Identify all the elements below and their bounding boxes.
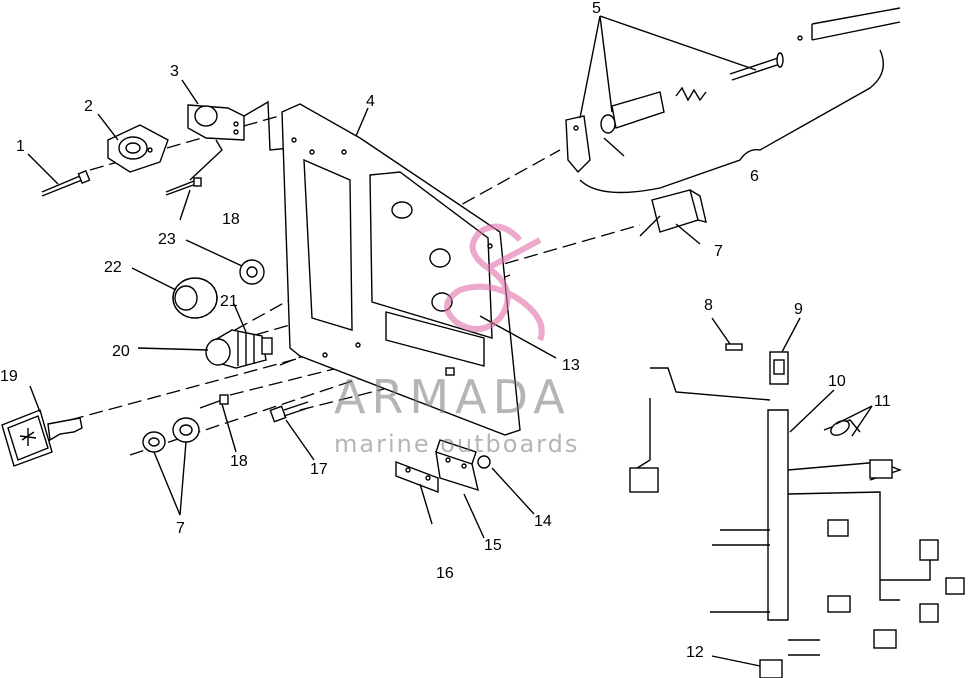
part-18-screw-top xyxy=(165,177,202,196)
brand-logo-watermark xyxy=(444,223,545,342)
callout-2: 2 xyxy=(84,98,93,115)
callout-6: 6 xyxy=(750,168,759,185)
part-2-bezel xyxy=(107,124,169,173)
part-14-nut xyxy=(477,455,491,469)
callout-12: 12 xyxy=(686,644,704,661)
part-18-screw-bottom xyxy=(199,394,229,409)
callout-13: 13 xyxy=(562,357,580,374)
watermark-brand: ARMADA xyxy=(334,370,571,424)
watermark-tagline: marine outboards xyxy=(334,430,579,458)
callout-labels: 1 2 3 4 5 6 7 7 8 9 10 11 12 13 14 15 16… xyxy=(0,0,891,661)
callout-20: 20 xyxy=(112,343,130,360)
callout-14: 14 xyxy=(534,513,552,530)
part-22-nut xyxy=(172,277,218,319)
part-7-toggle-switch xyxy=(639,189,707,237)
part-17-bolt xyxy=(269,401,309,423)
callout-7-toggle: 7 xyxy=(714,243,723,260)
part-8-12-wiring-harness xyxy=(629,343,965,678)
callout-3: 3 xyxy=(170,63,179,80)
part-3-bracket xyxy=(187,100,291,181)
callout-18-top: 18 xyxy=(222,211,240,228)
callout-21: 21 xyxy=(220,293,238,310)
part-5-6-lanyard-switch xyxy=(565,7,901,194)
callout-11: 11 xyxy=(874,393,891,410)
callout-15: 15 xyxy=(484,537,502,554)
leader-lines xyxy=(27,15,873,667)
callout-19: 19 xyxy=(0,368,18,385)
callout-16: 16 xyxy=(436,565,454,582)
part-1-screw xyxy=(41,169,91,197)
part-23-washer xyxy=(239,259,265,285)
part-15-16-brackets xyxy=(395,439,479,494)
part-19-key xyxy=(1,409,83,467)
part-20-21-ignition-switch xyxy=(205,329,273,369)
part-7-rings xyxy=(142,417,200,453)
callout-5: 5 xyxy=(592,0,601,17)
callout-1: 1 xyxy=(16,138,25,155)
callout-23: 23 xyxy=(158,231,176,248)
callout-7-rings: 7 xyxy=(176,520,185,537)
callout-18-bottom: 18 xyxy=(230,453,248,470)
callout-17: 17 xyxy=(310,461,328,478)
callout-22: 22 xyxy=(104,259,122,276)
callout-4: 4 xyxy=(366,93,375,110)
callout-9: 9 xyxy=(794,301,803,318)
callout-10: 10 xyxy=(828,373,846,390)
callout-8: 8 xyxy=(704,297,713,314)
